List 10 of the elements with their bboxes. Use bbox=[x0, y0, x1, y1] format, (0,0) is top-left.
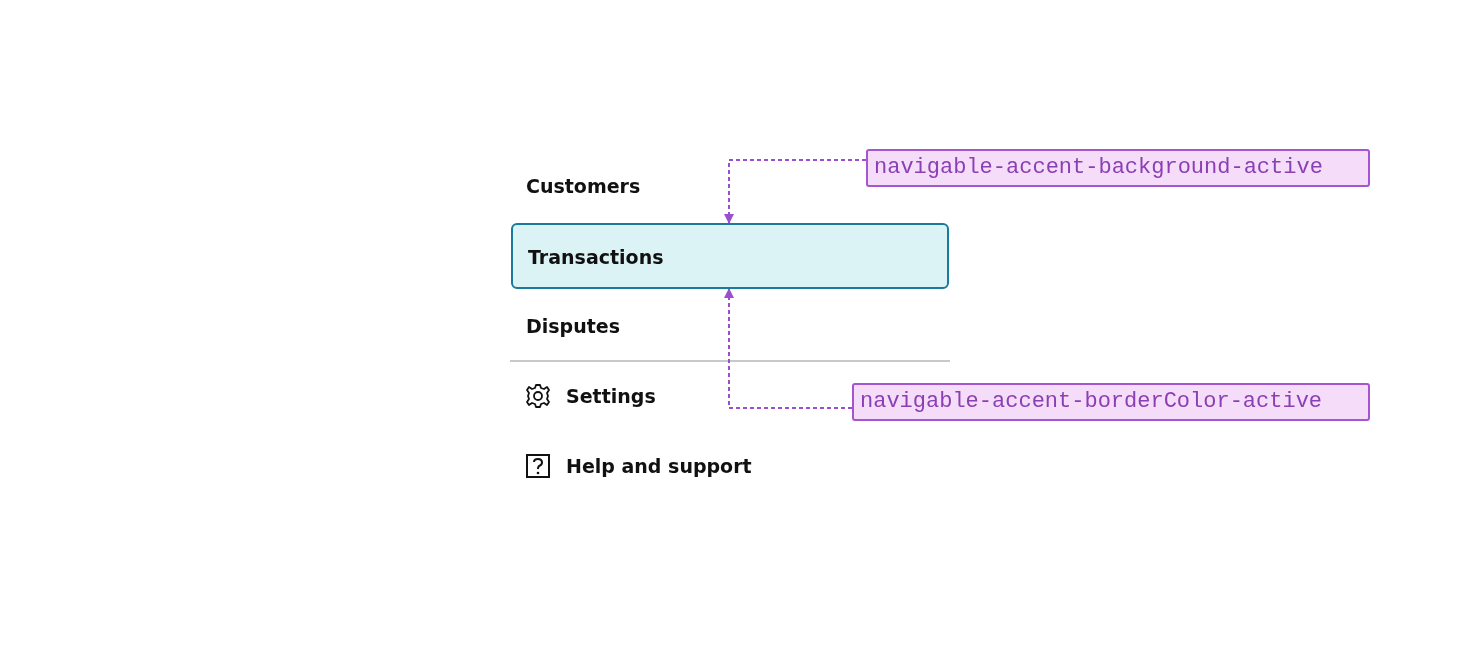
menu-item-label: Help and support bbox=[566, 454, 752, 478]
menu-item-label: Customers bbox=[526, 174, 641, 198]
leader-arrow bbox=[724, 288, 853, 409]
active-nav-item bbox=[511, 223, 949, 289]
token-label: navigable-accent-background-active bbox=[866, 149, 1370, 187]
menu-item-label: Disputes bbox=[526, 314, 620, 338]
nav-item-label: Transactions bbox=[528, 245, 664, 269]
leader-arrow bbox=[724, 159, 867, 224]
token-label: navigable-accent-borderColor-active bbox=[852, 383, 1370, 421]
menu-item-label: Settings bbox=[566, 384, 656, 408]
